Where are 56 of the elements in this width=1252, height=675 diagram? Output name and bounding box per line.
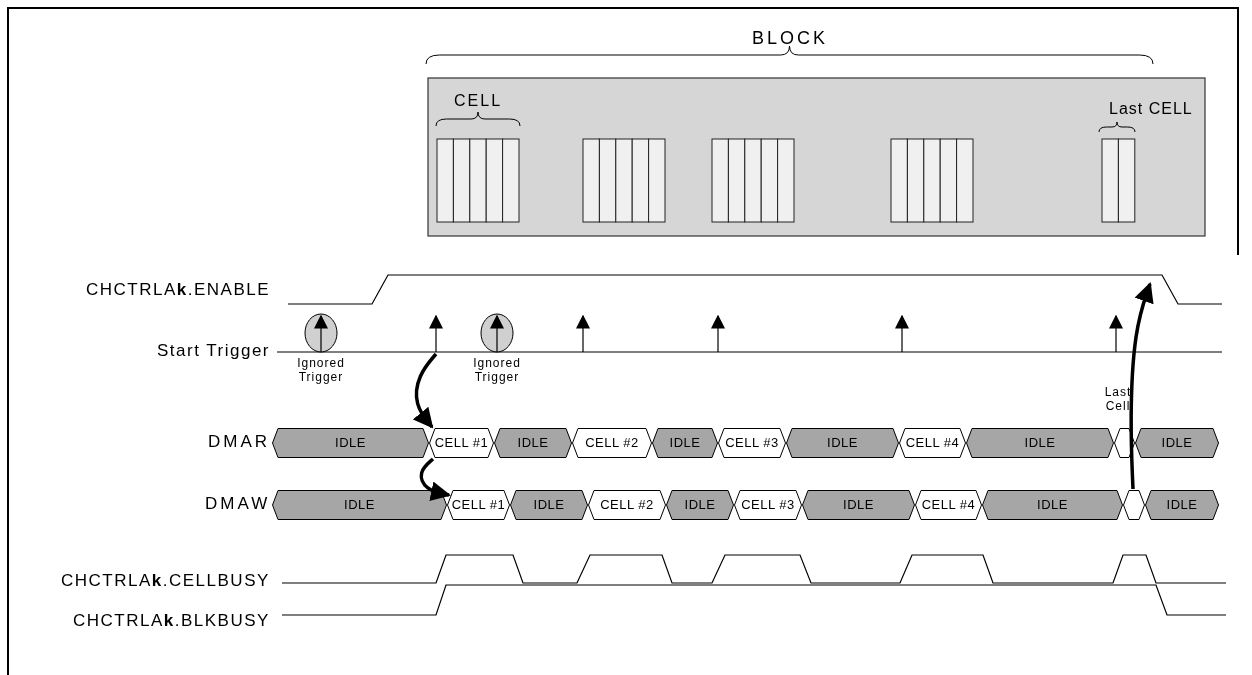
idle-segment	[652, 428, 718, 458]
idle-segment	[510, 490, 588, 520]
segment-label: CELL #1	[433, 435, 490, 451]
segment-label: IDLE	[1165, 497, 1199, 513]
segment-label: IDLE	[842, 497, 875, 513]
segment-label: IDLE	[532, 497, 566, 513]
segment-label: CELL #2	[584, 435, 640, 451]
block-label: BLOCK	[752, 28, 829, 49]
arrow	[1129, 282, 1154, 490]
segment-label: CELL #1	[450, 497, 507, 513]
segment-label: CELL #4	[920, 497, 977, 513]
last-cell-label: Last CELL	[1109, 100, 1193, 119]
cell-segment	[429, 428, 494, 458]
idle-segment	[666, 490, 734, 520]
arrow	[412, 352, 438, 429]
segment-label: IDLE	[516, 435, 550, 451]
idle-segment	[1145, 490, 1219, 520]
signal-name: CHCTRLAk.ENABLE	[86, 280, 271, 300]
segment-label: IDLE	[343, 497, 376, 513]
idle-segment	[272, 428, 429, 458]
signal-name: CHCTRLAk.BLKBUSY	[73, 611, 270, 631]
segment-label: CELL #3	[740, 497, 796, 513]
signal-name: DMAW	[205, 494, 271, 514]
segment-label: IDLE	[1160, 435, 1194, 451]
signal-name: CHCTRLAk.CELLBUSY	[61, 571, 270, 591]
cell-label: CELL	[454, 92, 503, 111]
note-label: Ignored Trigger	[472, 357, 522, 385]
segment-label: IDLE	[1023, 435, 1057, 451]
segment-label: IDLE	[683, 497, 717, 513]
empty-segment	[1123, 490, 1145, 520]
idle-segment	[1135, 428, 1219, 458]
cell-segment	[447, 490, 510, 520]
cell-segment	[718, 428, 786, 458]
cell-segment	[572, 428, 652, 458]
segment-label: IDLE	[334, 435, 367, 451]
idle-segment	[966, 428, 1114, 458]
signal-name: Start Trigger	[157, 341, 271, 361]
idle-segment	[786, 428, 899, 458]
idle-segment	[982, 490, 1123, 520]
cell-segment	[899, 428, 966, 458]
note-label: Ignored Trigger	[296, 357, 346, 385]
empty-segment	[1114, 428, 1135, 458]
idle-segment	[272, 490, 447, 520]
cell-segment	[915, 490, 982, 520]
segment-label: CELL #2	[599, 497, 655, 513]
idle-segment	[802, 490, 915, 520]
segment-label: CELL #3	[724, 435, 780, 451]
segment-label: IDLE	[1036, 497, 1069, 513]
note-label: Last Cell	[1103, 386, 1133, 414]
cell-segment	[588, 490, 666, 520]
idle-segment	[494, 428, 572, 458]
cell-segment	[734, 490, 802, 520]
segment-label: IDLE	[826, 435, 859, 451]
signal-name: DMAR	[208, 432, 271, 452]
segment-label: IDLE	[668, 435, 702, 451]
segment-label: CELL #4	[904, 435, 961, 451]
